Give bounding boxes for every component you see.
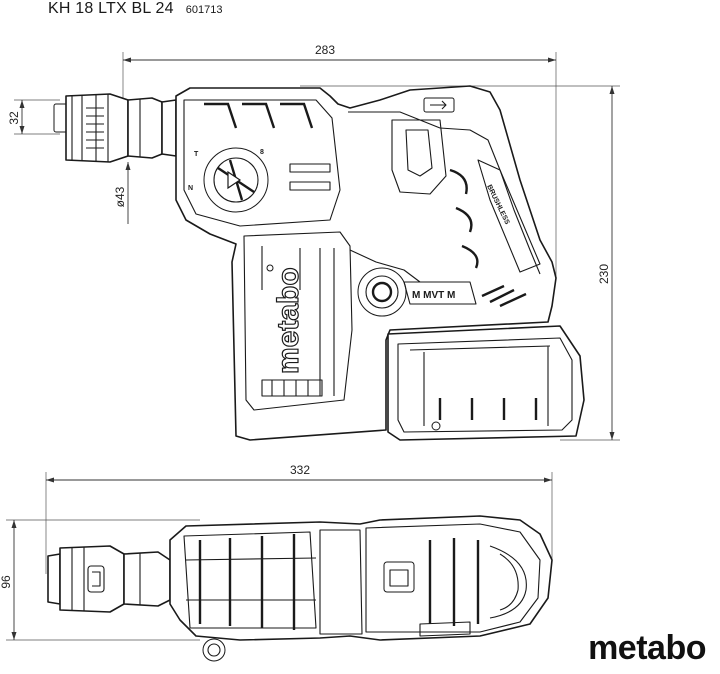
dim-230-label: 230 [597, 264, 611, 284]
housing-brand-text: metabo [272, 267, 305, 374]
model-name: KH 18 LTX BL 24 [48, 0, 174, 17]
svg-text:N: N [188, 185, 193, 192]
motor-knob [349, 249, 421, 317]
motor-badge-text: M MVT M [412, 290, 455, 301]
motor-badge: M MVT M [403, 281, 527, 308]
dim-32-label: 32 [7, 111, 21, 125]
top-view [47, 515, 553, 662]
chuck-top [47, 545, 171, 613]
article-number: 601713 [185, 4, 223, 16]
lower-housing-side: metabo [243, 231, 353, 411]
top-view-dimensions: 332 96 [0, 463, 553, 641]
mode-selector-dial: T N 8 [188, 147, 269, 213]
side-view: T N 8 BRUSHLESS metabo [53, 85, 585, 441]
svg-text:T: T [194, 151, 199, 158]
battery-pack-side [387, 325, 585, 441]
metabo-logo: metabo [588, 629, 706, 667]
chuck-side [53, 93, 177, 163]
svg-text:8: 8 [260, 149, 264, 156]
side-view-dimensions: 283 32 ø43 230 [7, 43, 620, 441]
bottom-knob-top [202, 638, 226, 662]
dim-332-label: 332 [290, 463, 310, 477]
dim-283-label: 283 [315, 43, 335, 57]
dim-43-label: ø43 [113, 186, 127, 207]
dim-96-label: 96 [0, 575, 13, 589]
title-block: KH 18 LTX BL 24 601713 [48, 0, 222, 22]
